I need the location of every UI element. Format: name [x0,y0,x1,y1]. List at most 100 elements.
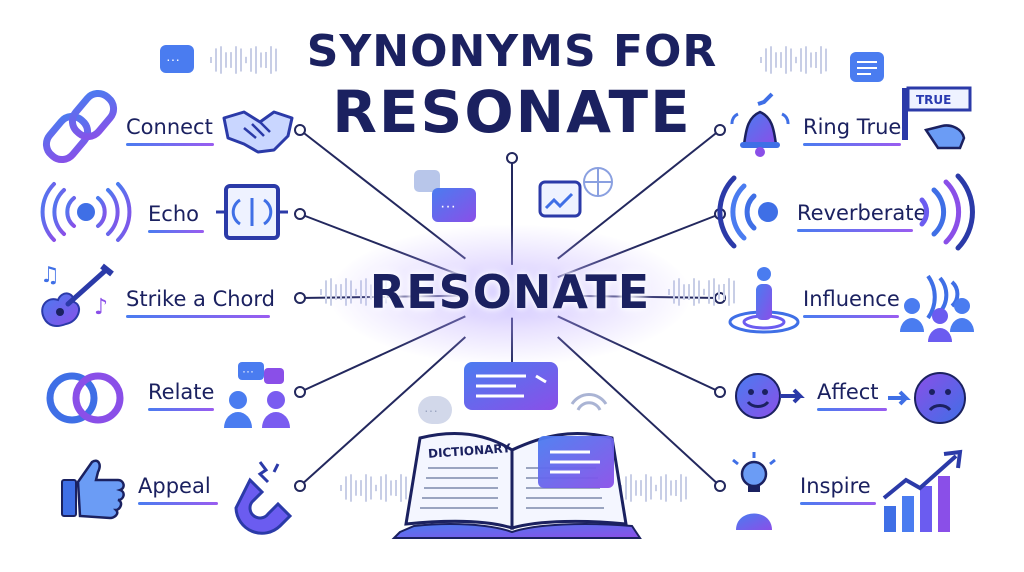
waveform-bar [275,48,277,72]
connector-dot [714,124,726,136]
connector-dot [294,292,306,304]
synonym-ring-true: Ring True [803,115,901,146]
waveform-bar [795,56,797,64]
waveform-bar [645,474,647,502]
waveform-bar [670,480,672,496]
waveform-bar [225,52,227,68]
connector-dot [714,386,726,398]
synonym-label: Echo [148,202,199,226]
svg-text:♫: ♫ [40,263,60,288]
waveform-bar [255,46,257,74]
center-word: RESONATE [369,265,651,319]
echo-box-icon [216,184,288,240]
connector-line [557,336,721,487]
waveform-bar [630,474,632,502]
waveform-bar [800,48,802,72]
waveform-bar [718,284,720,300]
synonym-label: Inspire [800,474,871,498]
synonym-reverberate: Reverberate [797,201,926,232]
synonym-label: Reverberate [797,201,927,225]
waveform-bar [728,278,730,306]
waveform-bar [775,52,777,68]
waveform-bar [780,52,782,68]
synonym-label: Influence [803,287,900,311]
guitar-music-icon: ♫ ♪ [40,263,114,327]
waveform-bar [235,46,237,74]
waveform-bar [703,288,705,296]
waveform-bar [640,480,642,496]
waveform-bar [733,280,735,304]
true-sign-text: TRUE [916,93,952,107]
waveform-bar [405,476,407,500]
waveform-bar [785,46,787,74]
waveform-bar [375,484,377,492]
waveform-bar [815,51,817,69]
waveform-bar [810,52,812,68]
synonym-label: Strike a Chord [126,287,275,311]
waveform-bar [675,479,677,497]
synonym-label: Ring True [803,115,902,139]
interlocking-rings-icon [46,372,124,424]
waveform-bar [395,479,397,497]
waveform-bar [708,280,710,304]
waveform-bar [260,52,262,68]
waveform-bar [693,278,695,306]
title-line-1: SYNONYMS FOR [306,26,718,77]
waveform-bar [325,280,327,304]
sound-wave-icon [38,182,132,242]
svg-text:···: ··· [424,402,438,418]
waveform-bar [390,480,392,496]
waveform-bar [765,48,767,72]
waveform-bar [770,46,772,74]
synonym-affect: Affect [817,380,887,411]
growth-chart-icon [882,449,963,532]
synonym-echo: Echo [148,202,204,233]
svg-text:♪: ♪ [94,295,108,320]
title-line-2: RESONATE [332,78,692,146]
audience-icon [900,274,974,342]
connector-dot [294,208,306,220]
connector-dot [294,480,306,492]
synonym-appeal: Appeal [138,474,218,505]
synonym-label: Appeal [138,474,211,498]
waveform-bar [665,474,667,502]
waveform-bar [350,474,352,502]
waveform-bar [365,474,367,502]
sad-face-icon [888,372,966,424]
synonym-influence: Influence [803,287,900,318]
connector-dot [294,386,306,398]
connector-dot [714,480,726,492]
synonym-relate: Relate [148,380,214,411]
waveform-bar [723,283,725,301]
center-glow [330,225,690,365]
svg-text:···: ··· [166,51,180,67]
waveform-bar [210,57,212,63]
waveform-bar [685,476,687,500]
waveform-bar [220,46,222,74]
waveform-bar [790,48,792,72]
chat-bubble-icon: ··· ··· ··· [160,45,884,424]
lightbulb-person-icon [732,452,776,530]
waveform-bar [400,474,402,502]
waveform-bar [625,476,627,500]
bell-icon [730,92,790,157]
waveform-bar [698,280,700,304]
sound-wave-icon [717,173,975,251]
svg-text:···: ··· [242,364,254,378]
person-ripple-icon [728,267,800,334]
synonym-strike-a-chord: Strike a Chord [126,287,275,318]
waveform-bar [825,48,827,72]
waveform-bar [345,476,347,500]
waveform-bar [655,484,657,492]
waveform-bar [360,480,362,496]
waveform-bar [240,48,242,72]
true-sign-icon [902,86,972,150]
synonym-label: Connect [126,115,213,139]
connector-dot [294,124,306,136]
waveform-bar [320,289,322,295]
waveform-bar [660,476,662,500]
synonym-connect: Connect [126,115,214,146]
waveform-bar [760,57,762,63]
